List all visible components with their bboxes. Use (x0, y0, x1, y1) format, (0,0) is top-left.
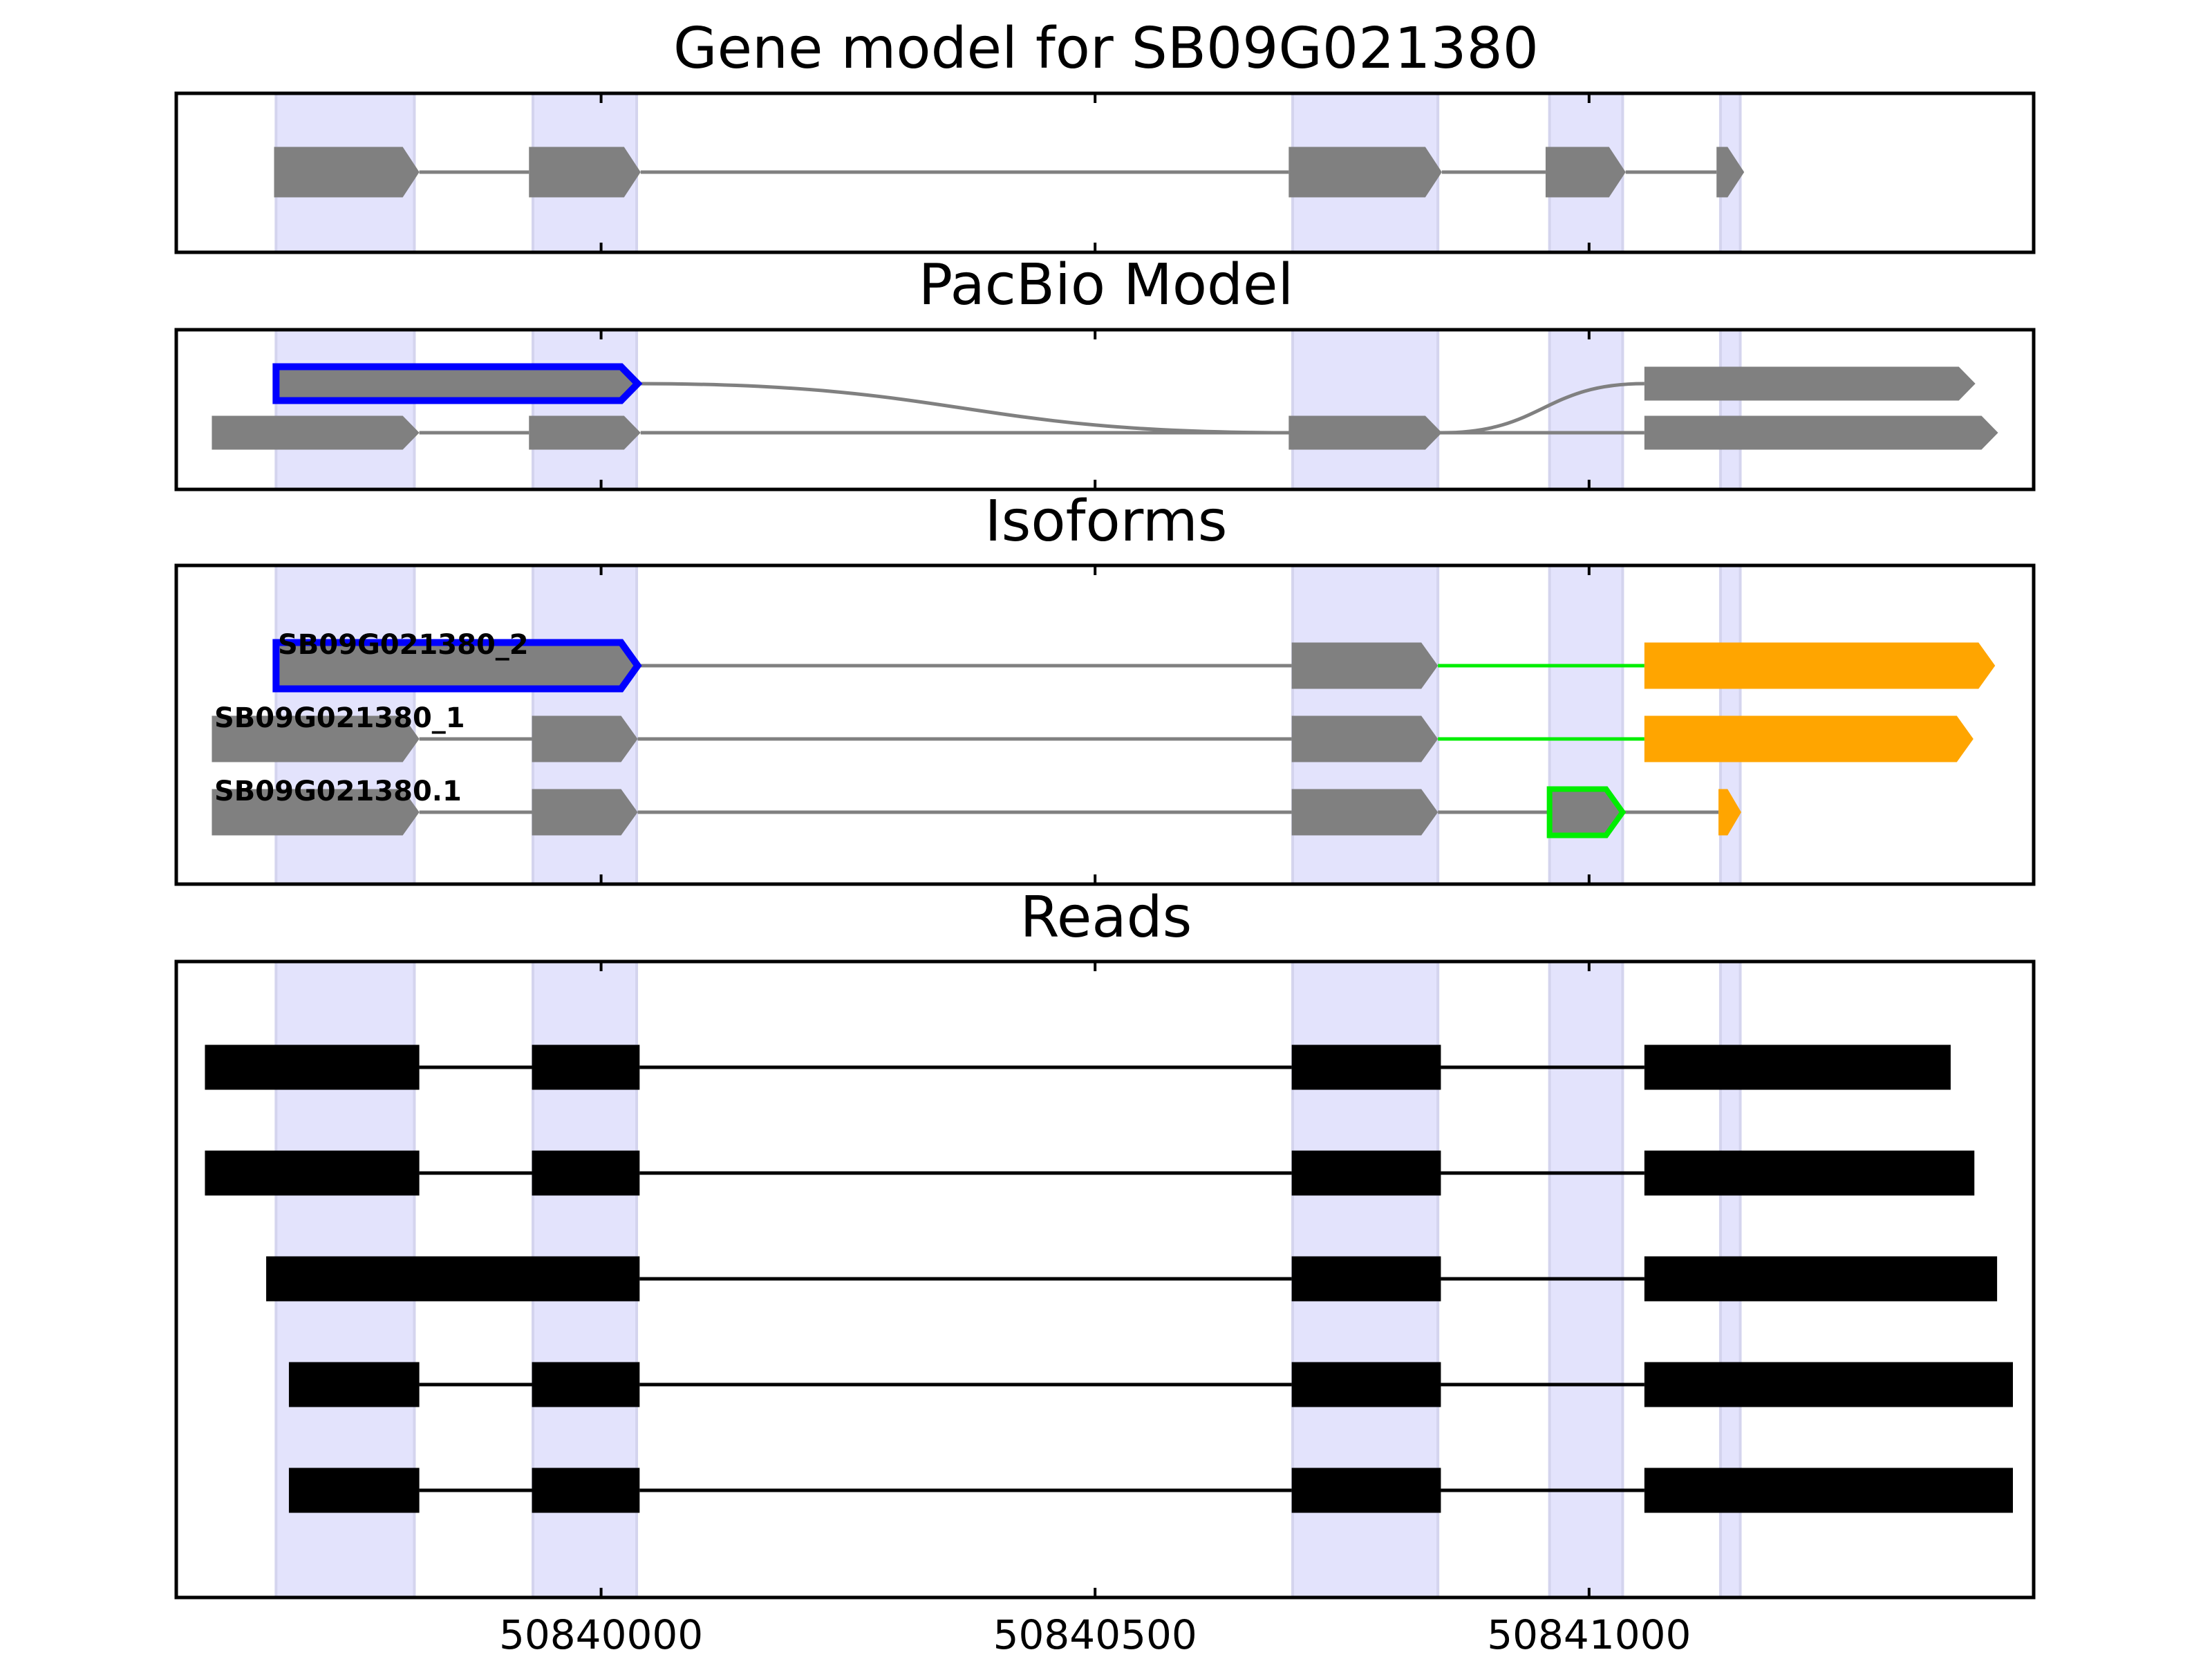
read-block (1644, 1362, 2013, 1407)
read-block (1644, 1468, 2013, 1513)
highlight-region (1291, 328, 1440, 491)
x-tick-label-1: 50840000 (499, 1611, 703, 1658)
highlight-region (1718, 328, 1742, 491)
isoform-label-2: SB09G021380_1 (214, 702, 465, 734)
panel-title-gene-model: Gene model for SB09G021380 (673, 16, 1539, 82)
exon (529, 415, 641, 450)
read-block (532, 1044, 640, 1090)
read-block (266, 1256, 640, 1302)
alt-exon (1644, 642, 1996, 689)
read-block (532, 1468, 640, 1513)
exon (212, 415, 420, 450)
read-block (288, 1362, 420, 1407)
read-block (1644, 1044, 1951, 1090)
read-block (205, 1044, 420, 1090)
exon (1291, 715, 1438, 762)
exon (532, 789, 638, 836)
exon (1644, 366, 1976, 401)
exon (1291, 789, 1438, 836)
read-block (205, 1150, 420, 1196)
exon (1716, 147, 1745, 198)
panel-frame (174, 959, 2036, 1600)
alt-exon (1718, 789, 1741, 836)
read-block (1644, 1150, 1975, 1196)
exon (1291, 642, 1438, 689)
selected-exon (272, 639, 642, 693)
read-block (1291, 1362, 1441, 1407)
highlight-region (1548, 328, 1624, 491)
read-block (1291, 1150, 1441, 1196)
exon (1545, 147, 1626, 198)
x-tick-label-2: 50840500 (993, 1611, 1197, 1658)
exon (274, 147, 420, 198)
panel-title-isoforms: Isoforms (985, 489, 1228, 554)
read-block (1644, 1256, 1998, 1302)
panel-title-pacbio: PacBio Model (919, 252, 1294, 318)
panel-frame (174, 91, 2036, 254)
isoform-label-3: SB09G021380.1 (214, 776, 462, 807)
highlight-region (531, 328, 639, 491)
alt-outlined-exon (1546, 786, 1627, 838)
exon (529, 147, 641, 198)
read-block (1291, 1256, 1441, 1302)
exon (212, 715, 420, 762)
panel-frame (174, 328, 2036, 491)
alt-exon (1644, 715, 1974, 762)
highlight-region (274, 328, 416, 491)
read-block (1291, 1044, 1441, 1090)
exon (1288, 147, 1442, 198)
exon (1644, 415, 1998, 450)
exon (1288, 415, 1442, 450)
read-block (532, 1150, 640, 1196)
selected-exon (272, 363, 643, 404)
panel-frame (174, 563, 2036, 886)
exon (212, 789, 420, 836)
panel-title-reads: Reads (1020, 885, 1192, 950)
read-block (288, 1468, 420, 1513)
x-tick-label-3: 50841000 (1487, 1611, 1691, 1658)
read-block (1291, 1468, 1441, 1513)
intron-curve (637, 382, 1644, 435)
read-block (532, 1362, 640, 1407)
exon (532, 715, 638, 762)
isoform-label-1: SB09G021380_2 (278, 629, 529, 661)
